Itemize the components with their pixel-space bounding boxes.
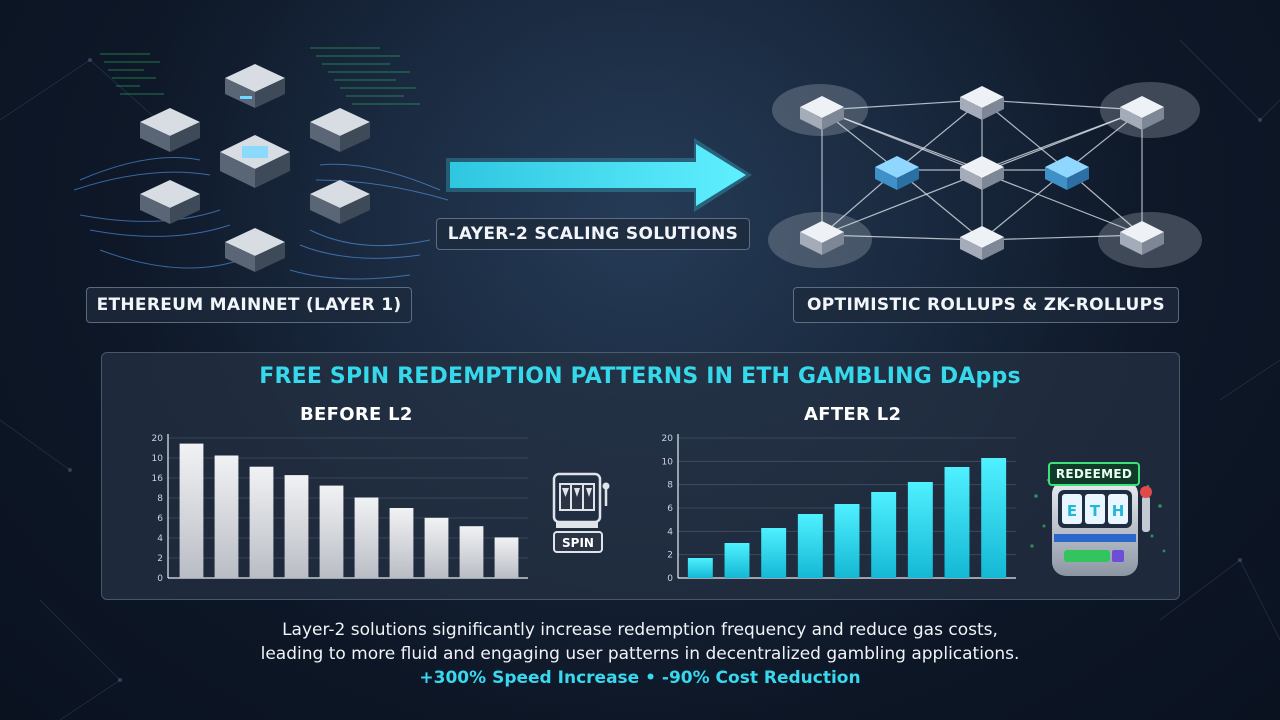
stats-highlight: +300% Speed Increase • -90% Cost Reducti… — [419, 668, 861, 688]
tick-label: 8 — [667, 481, 673, 491]
server-node — [140, 108, 200, 152]
after-chart-title: AFTER L2 — [804, 404, 902, 425]
layer1-node-cluster — [73, 47, 449, 280]
layer1-label: ETHEREUM MAINNET (LAYER 1) — [86, 287, 412, 323]
tick-label: 0 — [157, 574, 163, 584]
zk-rollup-node — [1045, 156, 1089, 190]
bar — [249, 466, 274, 578]
tick-label: 10 — [152, 454, 164, 464]
tick-label: 10 — [662, 457, 674, 467]
bar — [834, 504, 860, 578]
rollup-node — [1120, 221, 1164, 255]
bar — [724, 543, 750, 578]
spin-label-text: SPIN — [562, 536, 594, 550]
bar — [319, 485, 344, 578]
bar — [424, 517, 449, 578]
panel-title: FREE SPIN REDEMPTION PATTERNS IN ETH GAM… — [259, 364, 1021, 389]
bar — [284, 475, 309, 578]
bar — [871, 492, 897, 578]
server-node — [225, 64, 285, 108]
bar — [389, 508, 414, 578]
tick-label: 6 — [157, 514, 163, 524]
bar — [494, 537, 519, 578]
bar — [761, 528, 787, 578]
rollup-node — [960, 86, 1004, 120]
bar — [797, 514, 823, 578]
redeemed-slot-machine: E T H — [1030, 478, 1166, 576]
bar — [179, 443, 204, 578]
tick-label: 2 — [157, 554, 163, 564]
server-node — [310, 180, 370, 224]
server-node-center — [220, 135, 290, 188]
bar — [354, 497, 379, 578]
tick-label: 20 — [152, 434, 164, 444]
slot-reel-3: H — [1112, 502, 1125, 520]
before-l2-bar-chart: 0 2 4 6 8 16 10 20 — [152, 434, 528, 584]
bar — [944, 467, 970, 578]
tick-label: 4 — [667, 527, 673, 537]
slot-machine-icon — [552, 472, 610, 553]
server-node — [310, 108, 370, 152]
tick-label: 8 — [157, 494, 163, 504]
tick-label: 4 — [157, 534, 163, 544]
bar — [907, 482, 933, 578]
rollup-node — [1120, 96, 1164, 130]
bar — [214, 455, 239, 578]
caption-line-1: Layer-2 solutions significantly increase… — [282, 620, 998, 640]
redeemed-badge: REDEEMED — [1048, 462, 1140, 486]
slot-reel-2: T — [1090, 502, 1101, 520]
server-node — [140, 180, 200, 224]
tick-label: 0 — [667, 574, 673, 584]
tick-label: 20 — [662, 434, 674, 444]
bar — [687, 558, 713, 578]
caption-line-2: leading to more fluid and engaging user … — [260, 644, 1020, 664]
rollup-node — [800, 96, 844, 130]
tick-label: 6 — [667, 504, 673, 514]
arrow-label: LAYER-2 SCALING SOLUTIONS — [436, 218, 750, 250]
layer2-rollup-network — [768, 82, 1202, 268]
tick-label: 16 — [152, 474, 164, 484]
green-code-overlay — [100, 47, 420, 105]
before-chart-title: BEFORE L2 — [300, 404, 413, 425]
tick-label: 2 — [667, 551, 673, 561]
bar — [459, 526, 484, 578]
zk-rollup-node — [875, 156, 919, 190]
spin-label: SPIN — [562, 536, 594, 550]
scaling-arrow-icon — [446, 138, 752, 212]
after-l2-bar-chart: 0 2 4 6 8 10 20 — [662, 434, 1016, 584]
rollup-node — [960, 156, 1004, 190]
bar — [981, 458, 1007, 578]
rollup-node — [960, 226, 1004, 260]
server-node — [225, 228, 285, 272]
layer2-label: OPTIMISTIC ROLLUPS & ZK-ROLLUPS — [793, 287, 1179, 323]
circuit-lines — [73, 157, 449, 280]
rollup-node — [800, 221, 844, 255]
slot-reel-1: E — [1067, 502, 1077, 520]
